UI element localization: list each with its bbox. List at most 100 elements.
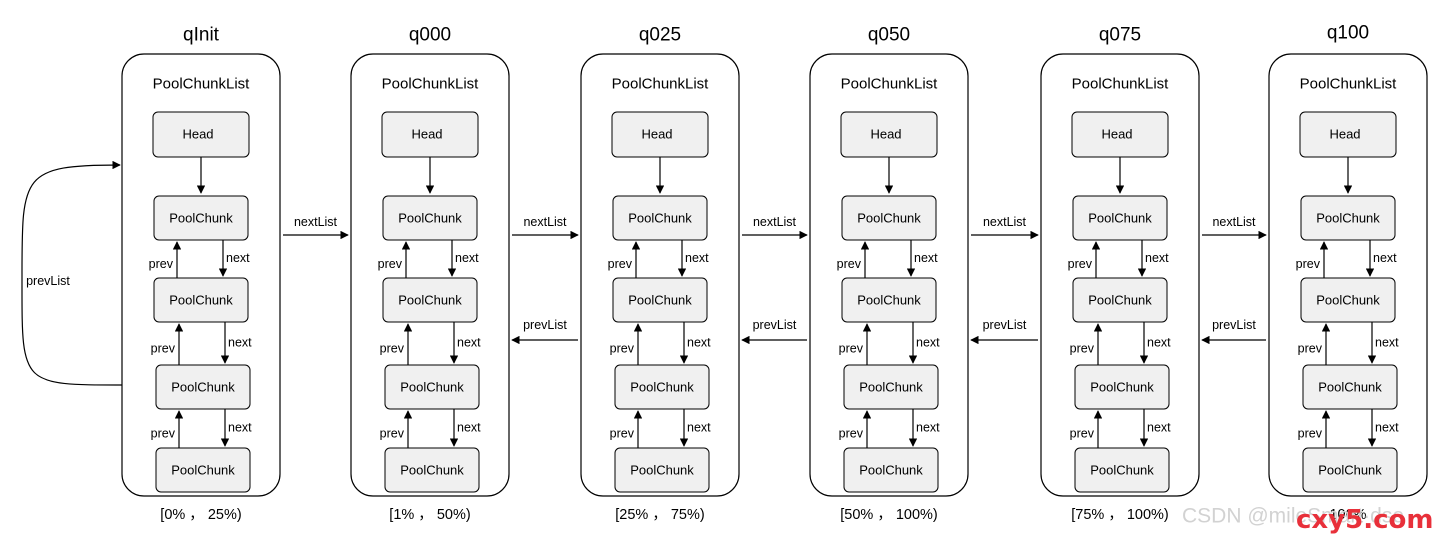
column-title: qInit	[183, 25, 220, 46]
pool-chunk-node	[612, 195, 708, 241]
pool-chunk-list-label: PoolChunkList	[153, 76, 251, 93]
pool-chunk-node	[1074, 447, 1170, 493]
next-pointer-label: next	[228, 336, 252, 350]
next-pointer-label: next	[1147, 336, 1171, 350]
pool-chunk-node	[384, 447, 480, 493]
pool-chunk-node	[1072, 277, 1168, 323]
prev-list-label: prevList	[1212, 318, 1256, 332]
pool-chunk-label: PoolChunk	[857, 293, 921, 308]
prev-pointer-label: prev	[378, 257, 403, 271]
pool-chunk-node	[614, 364, 710, 410]
head-node	[152, 111, 250, 158]
pool-chunk-label: PoolChunk	[628, 211, 692, 226]
pool-chunk-label: PoolChunk	[398, 293, 462, 308]
next-pointer-label: next	[916, 421, 940, 435]
pool-chunk-label: PoolChunk	[398, 211, 462, 226]
column-title: q100	[1327, 23, 1369, 44]
next-pointer-label: next	[1145, 251, 1169, 265]
pool-chunk-label: PoolChunk	[1316, 211, 1380, 226]
pool-chunk-list-label: PoolChunkList	[1072, 76, 1170, 93]
pool-chunk-node	[155, 364, 251, 410]
pool-chunk-label: PoolChunk	[400, 463, 464, 478]
next-pointer-label: next	[1373, 251, 1397, 265]
next-pointer-label: next	[1375, 336, 1399, 350]
pool-chunk-node	[1302, 447, 1398, 493]
pool-chunk-label: PoolChunk	[1318, 463, 1382, 478]
qinit-self-loop-arrow	[21, 160, 123, 386]
pool-chunk-label: PoolChunk	[857, 211, 921, 226]
pool-chunk-node	[382, 277, 478, 323]
pool-chunk-node	[1300, 277, 1396, 323]
pool-chunk-label: PoolChunk	[169, 293, 233, 308]
prev-pointer-label: prev	[151, 342, 176, 356]
next-pointer-label: next	[1147, 421, 1171, 435]
column-title: q075	[1099, 25, 1141, 46]
head-node	[1071, 111, 1169, 158]
prev-pointer-label: prev	[610, 427, 635, 441]
prev-pointer-label: prev	[839, 342, 864, 356]
head-node-label: Head	[870, 127, 901, 142]
prev-list-label: prevList	[523, 318, 567, 332]
prev-pointer-label: prev	[1070, 427, 1095, 441]
pool-chunk-label: PoolChunk	[400, 380, 464, 395]
pool-chunk-node	[1074, 364, 1170, 410]
next-list-label: nextList	[294, 215, 338, 229]
next-pointer-label: next	[226, 251, 250, 265]
prev-pointer-label: prev	[1070, 342, 1095, 356]
pool-chunk-label: PoolChunk	[1090, 380, 1154, 395]
head-node	[611, 111, 709, 158]
pool-chunk-node	[841, 195, 937, 241]
usage-range-label: [25% ， 75%)	[615, 507, 704, 523]
pool-chunk-list-label: PoolChunkList	[1300, 76, 1398, 93]
pool-chunk-list-label: PoolChunkList	[612, 76, 710, 93]
pool-chunk-label: PoolChunk	[1088, 211, 1152, 226]
pool-chunk-label: PoolChunk	[1316, 293, 1380, 308]
next-pointer-label: next	[916, 336, 940, 350]
next-pointer-label: next	[914, 251, 938, 265]
prev-pointer-label: prev	[1068, 257, 1093, 271]
next-list-label: nextList	[1212, 215, 1256, 229]
next-list-label: nextList	[983, 215, 1027, 229]
usage-range-label: [75% ， 100%)	[1071, 507, 1169, 523]
next-pointer-label: next	[687, 421, 711, 435]
usage-range-label: [1% ， 50%)	[389, 507, 470, 523]
prev-pointer-label: prev	[380, 342, 405, 356]
next-list-label: nextList	[523, 215, 567, 229]
pool-chunk-node	[153, 277, 249, 323]
pool-chunk-label: PoolChunk	[1088, 293, 1152, 308]
pool-chunk-node	[843, 447, 939, 493]
next-list-label: nextList	[753, 215, 797, 229]
head-node-label: Head	[411, 127, 442, 142]
prev-pointer-label: prev	[380, 427, 405, 441]
next-pointer-label: next	[685, 251, 709, 265]
prev-pointer-label: prev	[1298, 342, 1323, 356]
pool-chunk-node	[1300, 195, 1396, 241]
pool-chunk-node	[1072, 195, 1168, 241]
usage-range-label: [50% ， 100%)	[840, 507, 938, 523]
prev-list-label: prevList	[753, 318, 797, 332]
pool-chunk-list-label: PoolChunkList	[382, 76, 480, 93]
pool-chunk-label: PoolChunk	[171, 380, 235, 395]
head-node-label: Head	[1329, 127, 1360, 142]
pool-chunk-node	[1302, 364, 1398, 410]
next-pointer-label: next	[457, 336, 481, 350]
pool-chunk-label: PoolChunk	[171, 463, 235, 478]
column-title: q000	[409, 25, 451, 46]
head-node-label: Head	[1101, 127, 1132, 142]
head-node	[840, 111, 938, 158]
pool-chunk-label: PoolChunk	[859, 463, 923, 478]
column-title: q050	[868, 25, 910, 46]
prev-list-label: prevList	[983, 318, 1027, 332]
pool-chunk-node	[843, 364, 939, 410]
pool-chunk-label: PoolChunk	[630, 380, 694, 395]
pool-chunk-node	[614, 447, 710, 493]
next-pointer-label: next	[687, 336, 711, 350]
next-pointer-label: next	[228, 421, 252, 435]
pool-chunk-list-label: PoolChunkList	[841, 76, 939, 93]
pool-chunk-label: PoolChunk	[1318, 380, 1382, 395]
prev-pointer-label: prev	[151, 427, 176, 441]
pool-chunk-node	[841, 277, 937, 323]
head-node	[1299, 111, 1397, 158]
head-node-label: Head	[182, 127, 213, 142]
